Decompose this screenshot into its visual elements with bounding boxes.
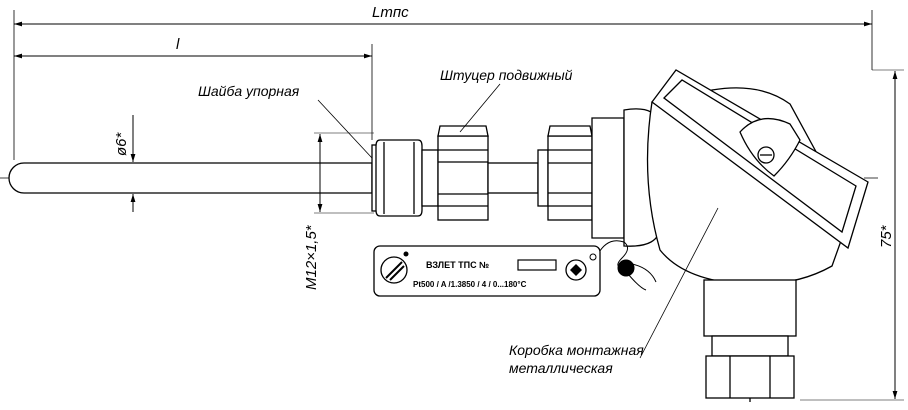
diameter-label: ø6* [113, 131, 130, 156]
connecting-rod [487, 162, 539, 194]
immersion-length-label: l [176, 36, 180, 53]
probe-sheath [8, 162, 373, 194]
nameplate-spec: Pt500 / A /1.3850 / 4 / 0...180°C [413, 280, 527, 289]
nameplate: ВЗЛЕТ ТПС № Pt500 / A /1.3850 / 4 / 0...… [373, 245, 601, 297]
dimension-thread: M12×1,5* [303, 132, 374, 290]
height-label: 75* [878, 224, 895, 248]
nameplate-title: ВЗЛЕТ ТПС № [426, 260, 489, 270]
box-label-line1: Коробка монтажная [509, 342, 644, 358]
callout-box: Коробка монтажная металлическая [509, 207, 719, 376]
head-neck [537, 108, 661, 247]
dimension-immersion-length: l [14, 36, 373, 140]
movable-fitting [371, 125, 489, 221]
dimension-height: 75* [800, 69, 904, 401]
box-label-line2: металлическая [509, 360, 613, 376]
washer-label: Шайба упорная [198, 83, 300, 99]
callout-washer: Шайба упорная [198, 83, 373, 159]
total-length-label: Lтпс [372, 4, 409, 21]
junction-box [646, 69, 869, 285]
seal [595, 240, 657, 291]
cable-gland [703, 279, 797, 405]
dimension-total-length: Lтпс [13, 4, 873, 160]
thread-label: M12×1,5* [303, 224, 320, 290]
fitting-label: Штуцер подвижный [440, 67, 573, 83]
callout-fitting: Штуцер подвижный [440, 67, 573, 133]
dimension-diameter: ø6* [100, 115, 142, 212]
